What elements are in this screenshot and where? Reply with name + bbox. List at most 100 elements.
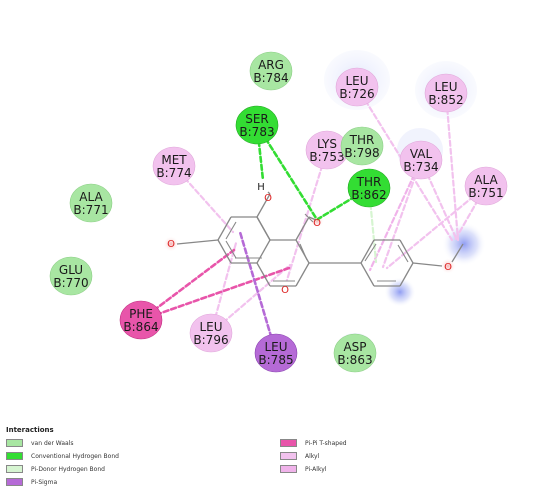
residue-disc (189, 313, 233, 353)
legend-swatch (6, 439, 23, 447)
ligand-bonds (176, 191, 464, 287)
ligand-atoms: H O O O O O (167, 182, 452, 296)
bond (256, 193, 271, 218)
legend-label: van der Waals (31, 439, 74, 447)
residue-disc (333, 333, 377, 373)
legend-swatch (6, 478, 23, 486)
bond (176, 239, 219, 245)
atom-h: H (257, 182, 265, 193)
legend-label: Alkyl (305, 452, 320, 460)
carbonyl-bond (304, 213, 314, 223)
double-bond (225, 221, 237, 240)
bond (451, 243, 464, 263)
residue-number: B:852 (428, 93, 463, 107)
legend-swatch (280, 439, 297, 447)
residue-number: B:771 (73, 203, 108, 217)
legend-item-alkyl: Alkyl (280, 451, 319, 461)
residue-name: LYS (317, 137, 337, 151)
bond (256, 216, 271, 241)
legend-label: Pi-Donor Hydrogen Bond (31, 465, 105, 473)
bond (267, 191, 271, 195)
legend-item-pisigma: Pi-Sigma (6, 477, 57, 487)
residue-number: B:864 (123, 320, 158, 334)
residue-number: B:863 (337, 353, 372, 367)
residue-disc (119, 300, 163, 340)
residue-number: B:726 (339, 87, 374, 101)
halo-o-left (163, 236, 179, 252)
residue-disc (335, 67, 379, 107)
atom-o-ring: O (281, 285, 289, 296)
residue-name: VAL (410, 147, 433, 161)
residue-number: B:770 (53, 276, 88, 290)
bond (399, 239, 414, 264)
residue-number: B:862 (351, 188, 386, 202)
interaction-line (368, 158, 423, 272)
legend-item-pialkyl: Pi-Alkyl (280, 464, 326, 474)
bond (295, 262, 310, 287)
legend-item-hbond: Conventional Hydrogen Bond (6, 451, 119, 461)
residue-name: THR (356, 175, 382, 189)
residue-disc (254, 333, 298, 373)
atom-o-methoxy: O (444, 262, 452, 273)
residue-number: B:785 (258, 353, 293, 367)
residue-number: B:784 (253, 71, 288, 85)
legend-swatch (280, 465, 297, 473)
residue-name: MET (161, 153, 187, 167)
residue-name: LEU (264, 340, 287, 354)
residue-disc (235, 105, 279, 145)
double-bond (225, 240, 237, 259)
bond (256, 262, 271, 287)
residue-disc (49, 256, 93, 296)
bond (360, 239, 375, 264)
residue-disc (69, 183, 113, 223)
legend-swatch (280, 452, 297, 460)
interaction-line (238, 230, 278, 355)
bond (217, 239, 232, 264)
residue-number: B:796 (193, 333, 228, 347)
legend-label: Pi-Alkyl (305, 465, 327, 473)
residue-name: ARG (258, 58, 284, 72)
legend-item-pidonor: Pi-Donor Hydrogen Bond (6, 464, 105, 474)
interaction-line (285, 148, 329, 282)
residue-name: LEU (345, 74, 368, 88)
residue-name: ASP (343, 340, 366, 354)
residue-disc (347, 168, 391, 208)
bond (360, 262, 375, 287)
residue-disc (464, 166, 508, 206)
legend-label: Pi-Sigma (31, 478, 58, 486)
residue-name: GLU (59, 263, 83, 277)
atom-o-carbonyl: O (313, 218, 321, 229)
residue-disc (249, 51, 293, 91)
residue-number: B:774 (156, 166, 191, 180)
legend-label: Conventional Hydrogen Bond (31, 452, 119, 460)
residue-number: B:753 (309, 150, 344, 164)
residue-number: B:751 (468, 186, 503, 200)
bond (399, 262, 414, 287)
atom-o-hydroxyl: O (264, 193, 272, 204)
double-bond (299, 243, 308, 261)
residue-number: B:734 (403, 160, 438, 174)
residue-disc (424, 73, 468, 113)
interaction-line (172, 164, 235, 234)
residue-number: B:783 (239, 125, 274, 139)
residue-name: ALA (79, 190, 103, 204)
interaction-line (419, 158, 458, 240)
